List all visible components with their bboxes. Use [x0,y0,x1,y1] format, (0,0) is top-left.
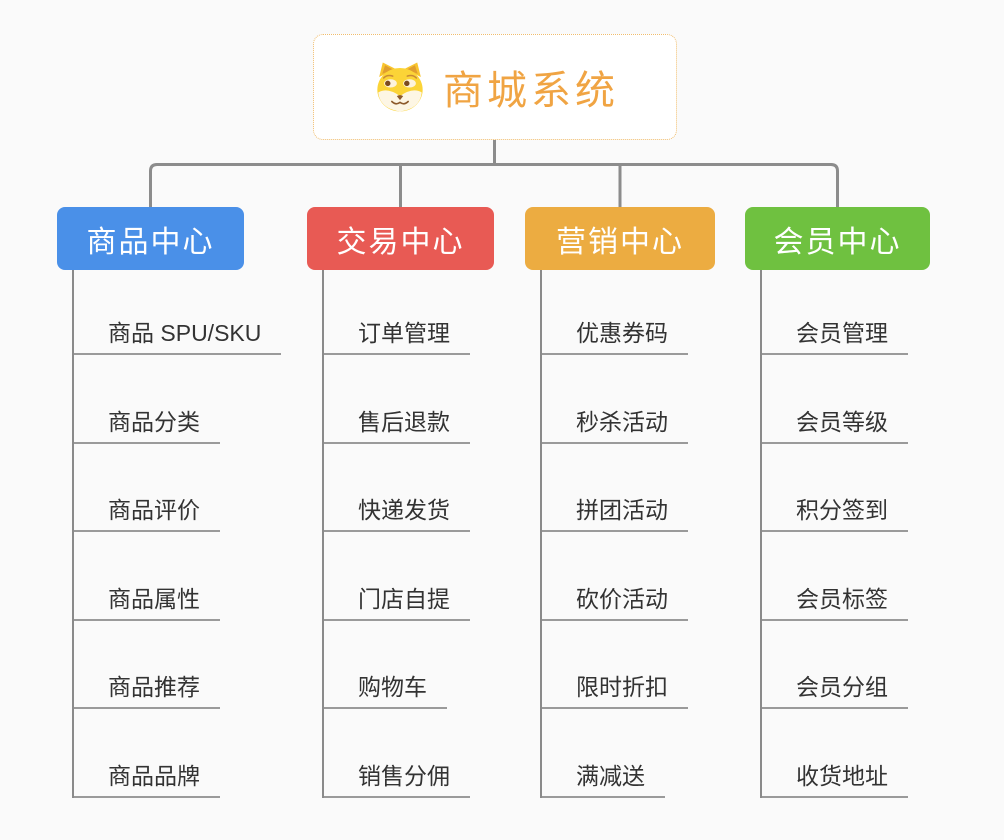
tree-item[interactable]: 售后退款 [324,355,470,444]
tree-item[interactable]: 商品推荐 [74,621,220,710]
branch-items-product: 商品 SPU/SKU 商品分类 商品评价 商品属性 商品推荐 商品品牌 [72,270,282,798]
tree-item[interactable]: 购物车 [324,621,447,710]
branch-items-member: 会员管理 会员等级 积分签到 会员标签 会员分组 收货地址 [760,270,930,798]
tree-item[interactable]: 限时折扣 [542,621,688,710]
tree-item[interactable]: 会员管理 [762,270,908,355]
tree-item[interactable]: 拼团活动 [542,444,688,533]
branch-header-member-center[interactable]: 会员中心 [745,207,930,270]
branch-items-transaction: 订单管理 售后退款 快递发货 门店自提 购物车 销售分佣 [322,270,494,798]
branch-member-center: 会员中心 会员管理 会员等级 积分签到 会员标签 会员分组 收货地址 [745,207,930,798]
tree-item[interactable]: 门店自提 [324,532,470,621]
branch-marketing-center: 营销中心 优惠券码 秒杀活动 拼团活动 砍价活动 限时折扣 满减送 [525,207,715,798]
tree-item[interactable]: 商品评价 [74,444,220,533]
doge-icon [377,62,423,112]
tree-item[interactable]: 收货地址 [762,709,908,798]
tree-item[interactable]: 商品属性 [74,532,220,621]
branch-header-product-center[interactable]: 商品中心 [57,207,244,270]
tree-item[interactable]: 会员等级 [762,355,908,444]
tree-item[interactable]: 满减送 [542,709,665,798]
tree-item[interactable]: 会员分组 [762,621,908,710]
tree-item[interactable]: 销售分佣 [324,709,470,798]
branch-product-center: 商品中心 商品 SPU/SKU 商品分类 商品评价 商品属性 商品推荐 商品品牌 [57,207,282,798]
root-title: 商城系统 [443,69,619,113]
tree-item[interactable]: 秒杀活动 [542,355,688,444]
tree-item[interactable]: 商品 SPU/SKU [74,270,282,355]
tree-item[interactable]: 商品分类 [74,355,220,444]
tree-item[interactable]: 积分签到 [762,444,908,533]
tree-item[interactable]: 优惠券码 [542,270,688,355]
root-node[interactable]: 商城系统 [313,34,677,140]
branch-transaction-center: 交易中心 订单管理 售后退款 快递发货 门店自提 购物车 销售分佣 [307,207,494,798]
connector-rail [149,163,839,207]
tree-item[interactable]: 快递发货 [324,444,470,533]
tree-item[interactable]: 会员标签 [762,532,908,621]
tree-item[interactable]: 订单管理 [324,270,470,355]
branch-items-marketing: 优惠券码 秒杀活动 拼团活动 砍价活动 限时折扣 满减送 [540,270,715,798]
tree-item[interactable]: 砍价活动 [542,532,688,621]
branch-header-marketing-center[interactable]: 营销中心 [525,207,715,270]
tree-item[interactable]: 商品品牌 [74,709,220,798]
branch-header-transaction-center[interactable]: 交易中心 [307,207,494,270]
